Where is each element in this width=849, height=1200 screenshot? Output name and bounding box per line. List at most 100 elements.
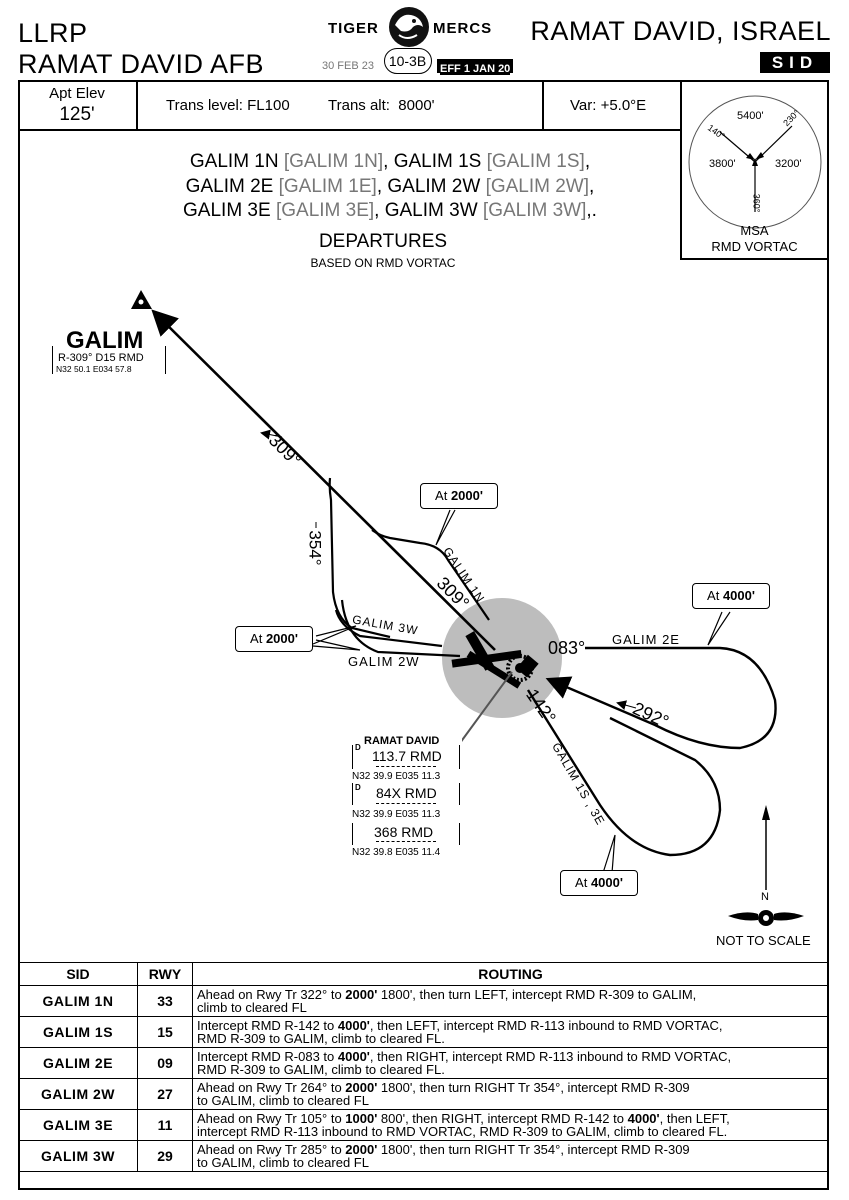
col-routing-header: ROUTING	[192, 962, 829, 986]
ndb-coords: N32 39.8 E035 11.4	[352, 847, 441, 858]
row-routing: Intercept RMD R-142 to 4000', then LEFT,…	[192, 1016, 829, 1048]
airport-icao: LLRP	[18, 18, 88, 48]
table-row: GALIM 3W 29 Ahead on Rwy Tr 285° to 2000…	[18, 1140, 829, 1172]
callout-2e-4000: At 4000'	[692, 583, 770, 609]
chart-type-badge: SID	[760, 52, 830, 73]
vor-frequency: 113.7 RMD	[372, 748, 442, 764]
routing-header-row: SID RWY ROUTING	[18, 962, 829, 986]
chart-page-badge: 10-3B	[384, 48, 432, 74]
msa-west-alt: 3800'	[709, 158, 736, 170]
navaid-name: RAMAT DAVID	[364, 735, 440, 747]
callout-1s-4000: At 4000'	[560, 870, 638, 896]
departures-subtitle: DEPARTURES	[318, 231, 448, 252]
vor-d-mark: D	[355, 743, 361, 752]
table-row: GALIM 2E 09 Intercept RMD R-083 to 4000'…	[18, 1047, 829, 1079]
msa-box	[680, 80, 829, 260]
trans-level: Trans level: FL100	[166, 97, 290, 114]
effective-date: EFF 1 JAN 20	[437, 59, 514, 75]
vor-bracket	[352, 745, 460, 769]
wings-logo-icon	[728, 910, 804, 926]
msa-north-alt: 5400'	[737, 110, 764, 122]
based-on-label: BASED ON RMD VORTAC	[310, 256, 456, 270]
table-row: GALIM 1S 15 Intercept RMD R-142 to 4000'…	[18, 1016, 829, 1048]
route-galim-2w	[340, 599, 461, 658]
tacan-bracket	[352, 783, 460, 805]
row-routing: Intercept RMD R-083 to 4000', then RIGHT…	[192, 1047, 829, 1079]
tacan-morse-icon	[376, 803, 436, 804]
row-routing: Ahead on Rwy Tr 322° to 2000' 1800', the…	[192, 985, 829, 1017]
tacan-coords: N32 39.9 E035 11.3	[352, 809, 441, 820]
route-galim-1s-3e	[526, 689, 722, 857]
navaid-box: RAMAT DAVID D 113.7 RMD N32 39.9 E035 11…	[350, 735, 462, 863]
col-sid-header: SID	[18, 962, 138, 986]
procedure-map	[131, 290, 804, 926]
row-rwy: 11	[137, 1109, 193, 1141]
row-rwy: 09	[137, 1047, 193, 1079]
apt-elev-label: Apt Elev	[49, 85, 105, 102]
tacan-d-mark: D	[355, 783, 361, 792]
vor-morse-icon	[376, 766, 436, 767]
course-354: 354°	[305, 530, 325, 566]
route-galim-2e	[545, 646, 777, 750]
course-083: 083°	[548, 638, 586, 658]
apt-elev-value: 125'	[59, 104, 95, 125]
ndb-frequency: 368 RMD	[374, 824, 434, 840]
airport-location: RAMAT DAVID, ISRAEL	[530, 16, 831, 46]
vor-coords: N32 39.9 E035 11.3	[352, 771, 441, 782]
row-routing: Ahead on Rwy Tr 285° to 2000' 1800', the…	[192, 1140, 829, 1172]
ndb-morse-icon	[376, 841, 436, 842]
info-divider-1	[136, 80, 138, 130]
table-row: GALIM 3E 11 Ahead on Rwy Tr 105° to 1000…	[18, 1109, 829, 1141]
routing-table: SID RWY ROUTING GALIM 1N 33 Ahead on Rwy…	[18, 962, 829, 1172]
title-line-2: GALIM 2E [GALIM 1E], GALIM 2W [GALIM 2W]…	[185, 175, 595, 197]
info-divider-2	[542, 80, 544, 130]
row-routing: Ahead on Rwy Tr 105° to 1000' 800', then…	[192, 1109, 829, 1141]
galim-coords: N32 50.1 E034 57.8	[56, 364, 132, 374]
callout-west-2000: At 2000'	[235, 626, 313, 652]
galim-waypoint-icon	[131, 290, 152, 309]
row-rwy: 15	[137, 1016, 193, 1048]
msa-east-alt: 3200'	[775, 158, 802, 170]
row-sid: GALIM 1N	[18, 985, 138, 1017]
row-sid: GALIM 3W	[18, 1140, 138, 1172]
mag-variation: Var: +5.0°E	[570, 97, 647, 114]
route-galim-1n	[371, 529, 490, 621]
chart-date: 30 FEB 23	[322, 60, 374, 72]
row-routing: Ahead on Rwy Tr 264° to 2000' 1800', the…	[192, 1078, 829, 1110]
procedure-title: GALIM 1N [GALIM 1N], GALIM 1S [GALIM 1S]…	[120, 150, 660, 224]
airport-name: RAMAT DAVID AFB	[18, 49, 265, 79]
label-galim-2w: GALIM 2W	[348, 654, 420, 669]
tiger-logo-icon	[389, 7, 429, 47]
table-row: GALIM 2W 27 Ahead on Rwy Tr 264° to 2000…	[18, 1078, 829, 1110]
galim-name: GALIM	[66, 327, 144, 354]
table-row: GALIM 1N 33 Ahead on Rwy Tr 322° to 2000…	[18, 985, 829, 1017]
north-label: N	[761, 891, 769, 903]
trans-alt: Trans alt: 8000'	[328, 97, 435, 114]
row-rwy: 33	[137, 985, 193, 1017]
msa-label: MSA	[740, 223, 769, 238]
route-galim-3w	[334, 609, 443, 648]
route-354	[328, 477, 391, 639]
route-309-galim	[151, 309, 496, 651]
info-bar-bottom-line	[18, 129, 680, 131]
row-sid: GALIM 1S	[18, 1016, 138, 1048]
title-line-3: GALIM 3E [GALIM 3E], GALIM 3W [GALIM 3W]…	[183, 200, 597, 222]
title-line-1: GALIM 1N [GALIM 1N], GALIM 1S [GALIM 1S]…	[189, 151, 591, 172]
callout-1n-2000: At 2000'	[420, 483, 498, 509]
brand-right: MERCS	[433, 20, 493, 37]
not-to-scale-label: NOT TO SCALE	[716, 933, 811, 948]
brand-left: TIGER	[328, 20, 379, 37]
chart-frame	[18, 80, 829, 1190]
tacan-channel: 84X RMD	[376, 785, 437, 801]
galim-box	[52, 346, 166, 374]
msa-station: RMD VORTAC	[711, 239, 798, 254]
row-sid: GALIM 2W	[18, 1078, 138, 1110]
label-galim-2e: GALIM 2E	[612, 632, 680, 647]
ndb-bracket	[352, 823, 460, 845]
row-rwy: 27	[137, 1078, 193, 1110]
row-sid: GALIM 2E	[18, 1047, 138, 1079]
row-sid: GALIM 3E	[18, 1109, 138, 1141]
msa-diagram	[688, 95, 822, 229]
row-rwy: 29	[137, 1140, 193, 1172]
col-rwy-header: RWY	[137, 962, 193, 986]
